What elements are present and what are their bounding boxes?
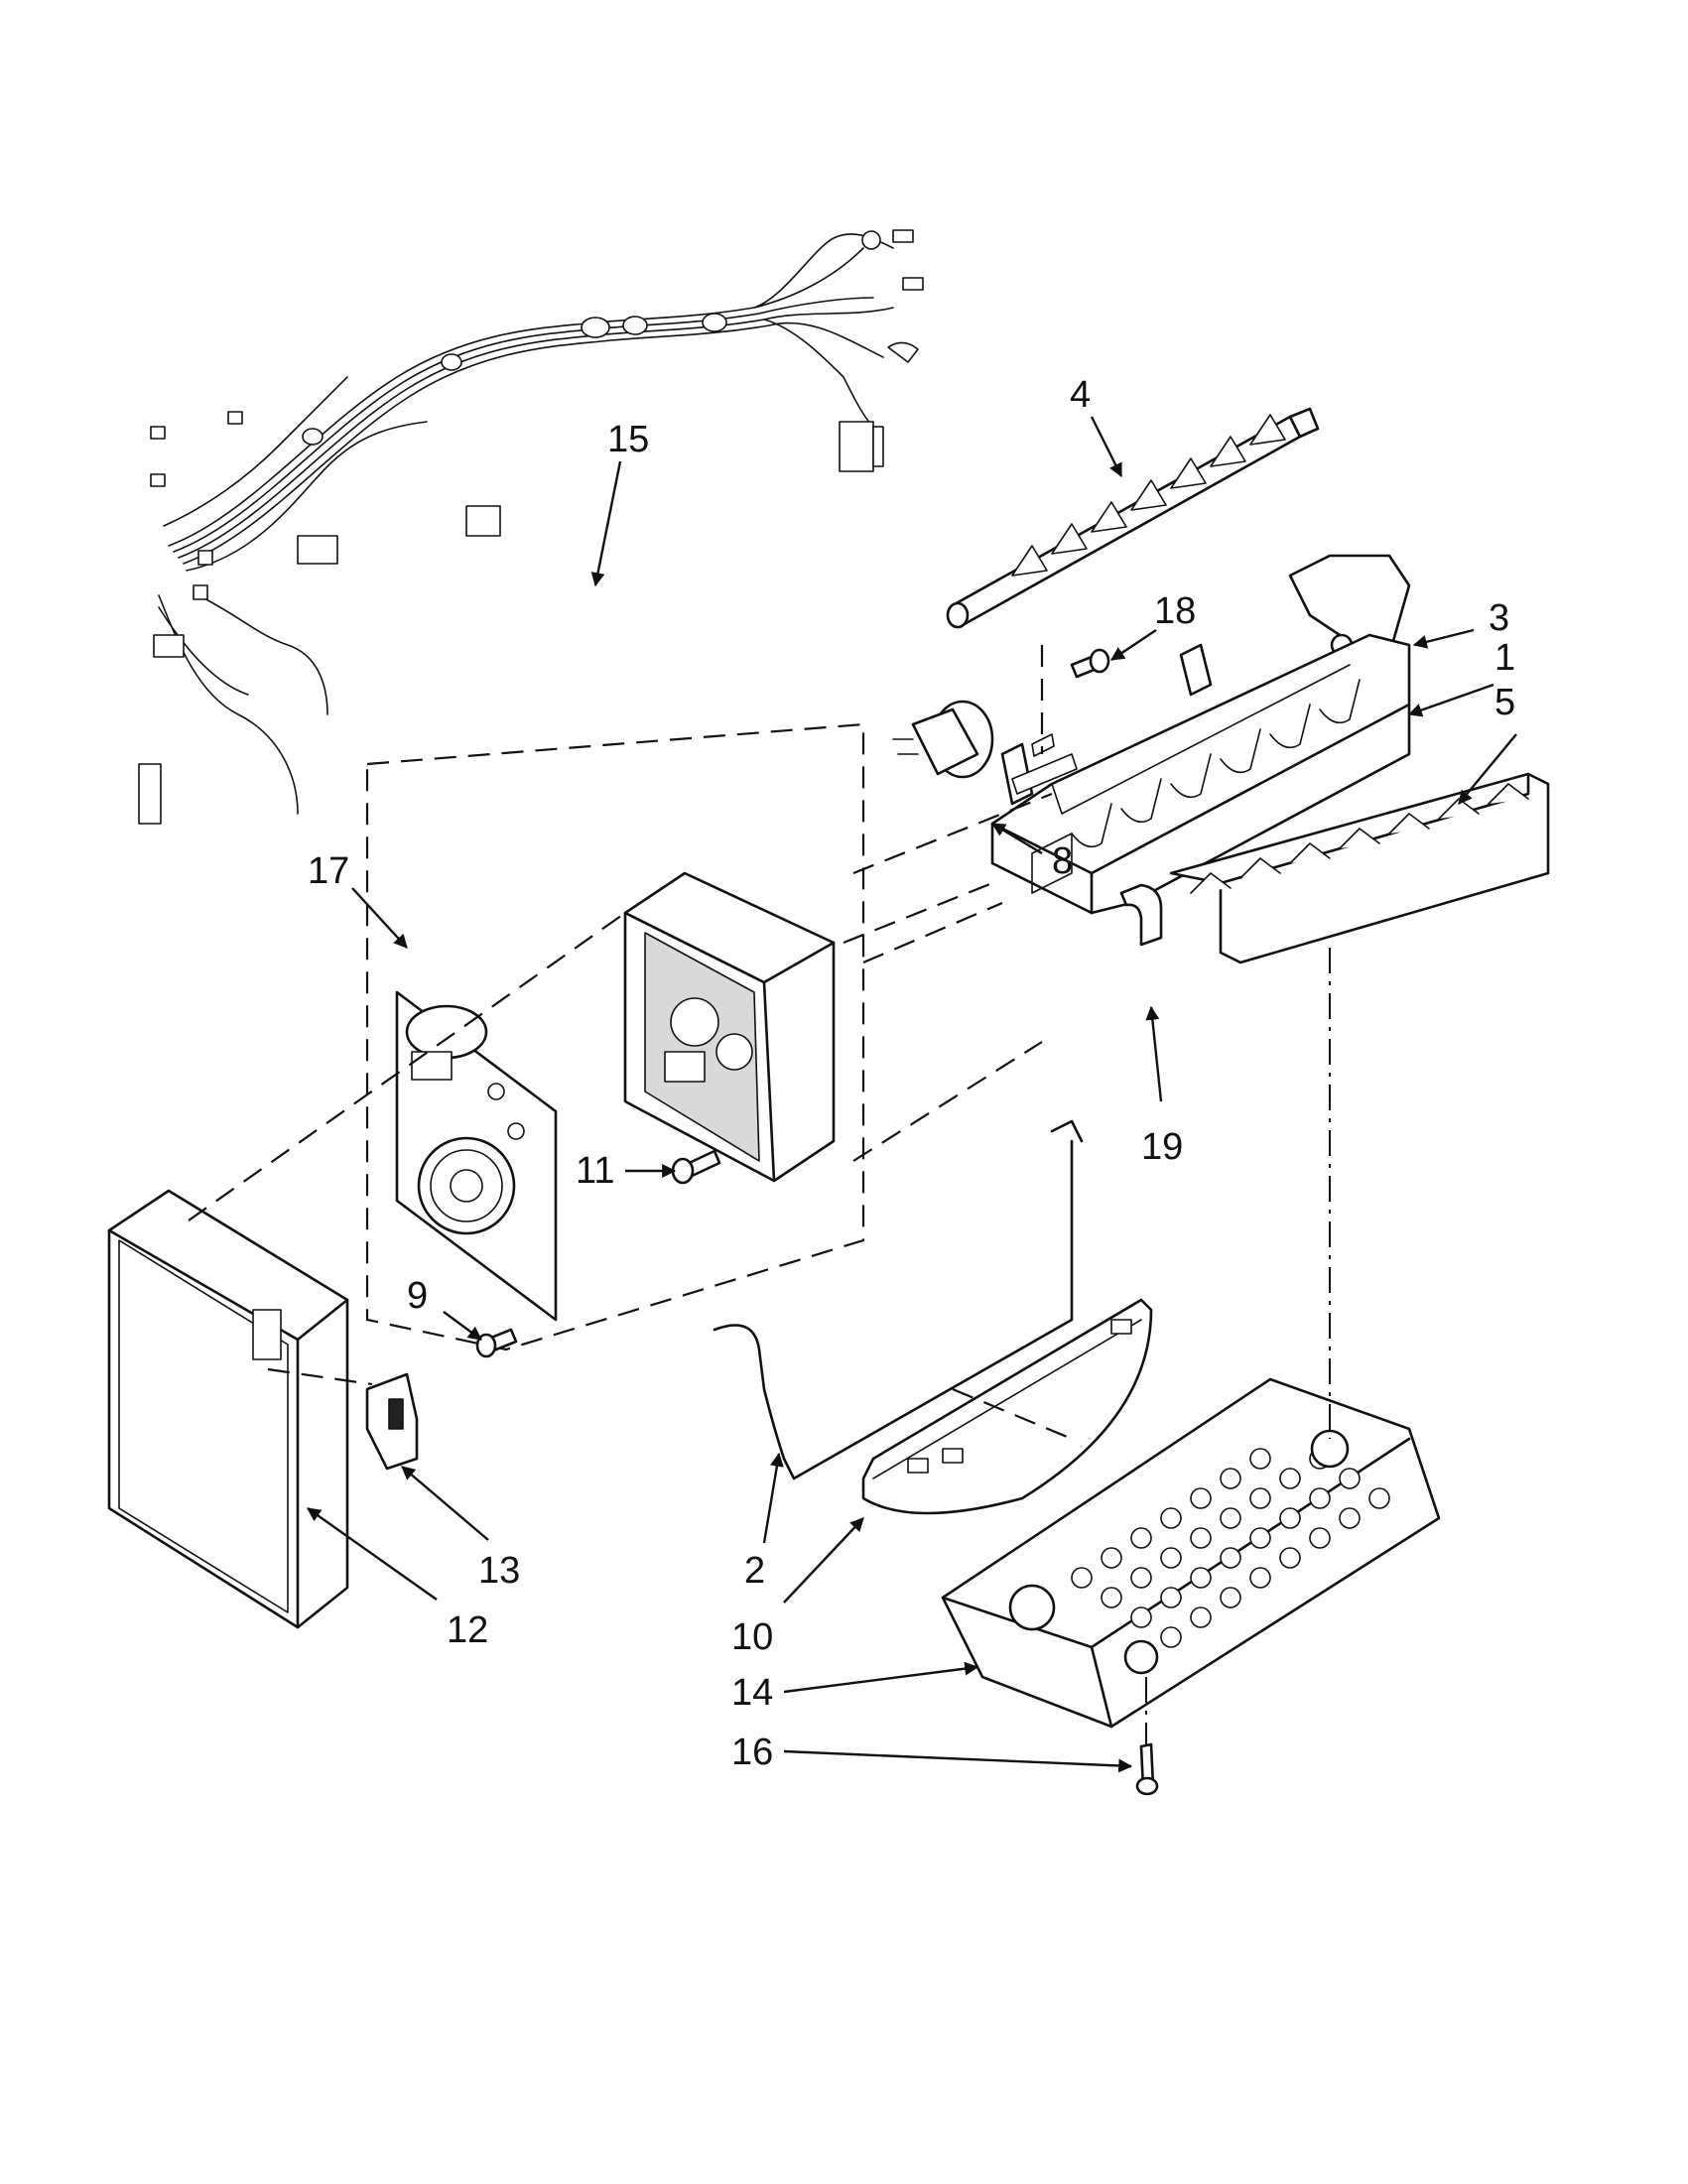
clip [1119,883,1163,947]
ice-mold [990,633,1411,915]
callout-5: 5 [1494,682,1515,723]
callout-9: 9 [407,1275,428,1317]
callout-18: 18 [1154,590,1196,632]
stripper [1169,772,1550,964]
callout-1: 1 [1494,637,1515,679]
wire-harness [138,229,924,825]
ice-tray-cells [1071,1448,1390,1648]
thermostat [892,700,1078,795]
callout-19: 19 [1141,1126,1183,1168]
control-module-assembly [365,722,865,1351]
callout-4: 4 [1070,374,1091,416]
callout-13: 13 [478,1550,520,1592]
callout-3: 3 [1489,597,1509,639]
screw-16 [1135,1742,1159,1796]
callout-12: 12 [447,1609,488,1651]
ice-bin-tray [941,1377,1441,1729]
callout-labels: 4 15 18 3 1 5 8 17 19 11 9 13 12 2 10 14… [308,374,1515,1773]
callout-15: 15 [607,419,649,460]
callout-leaders [307,416,1517,1773]
callout-11: 11 [576,1150,614,1192]
screw-11 [671,1149,721,1185]
alignment-lines [188,645,1331,1746]
screw-18 [1070,648,1110,679]
callout-8: 8 [1052,840,1073,882]
shield [861,1298,1153,1515]
ejector-shaft [946,407,1320,629]
callout-17: 17 [308,850,349,892]
screw-9 [475,1328,518,1358]
callout-16: 16 [731,1732,773,1773]
callout-14: 14 [731,1672,773,1714]
front-cover [107,1189,349,1629]
callout-2: 2 [744,1550,765,1592]
on-off-switch [365,1372,419,1471]
callout-10: 10 [731,1616,773,1658]
